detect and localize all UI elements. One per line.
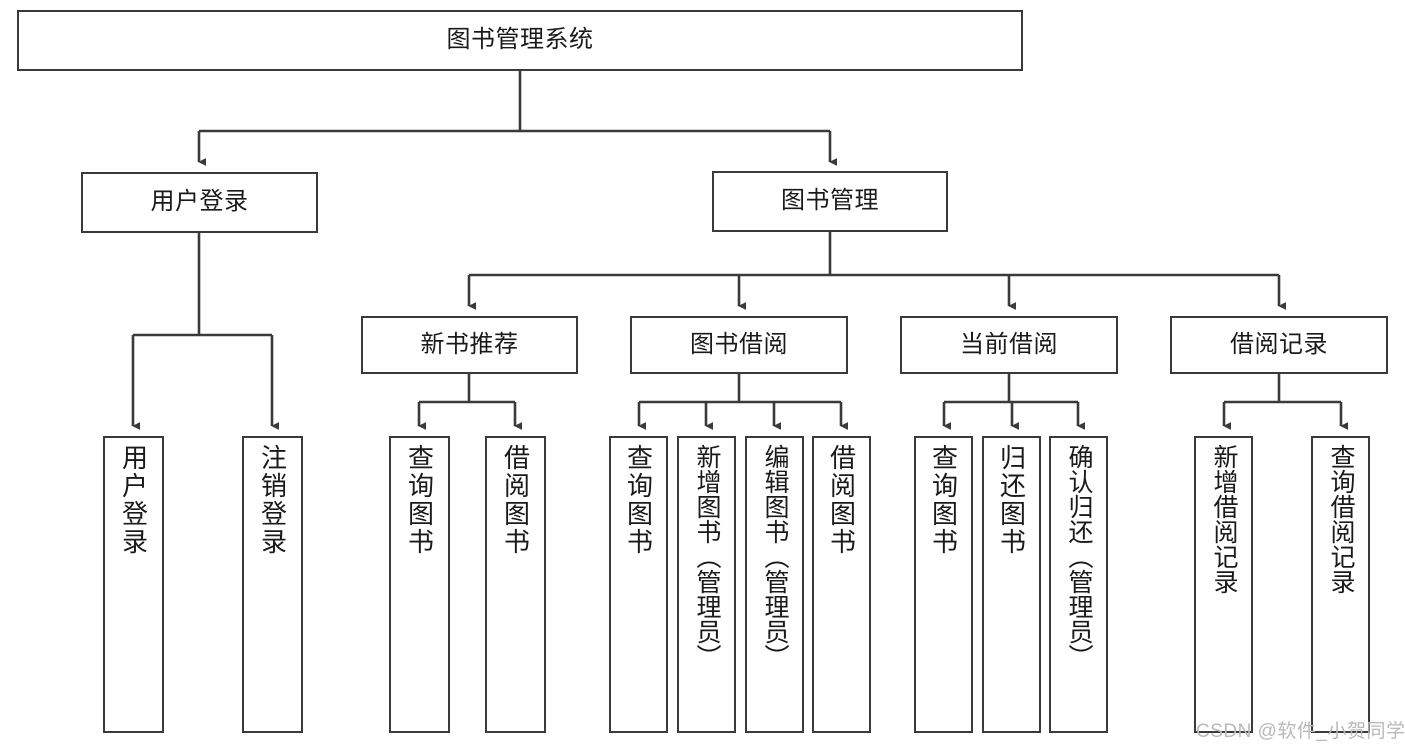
node-label: 用户登录 (118, 444, 149, 556)
node-new-book-recommendation[interactable]: 新书推荐 (361, 316, 578, 374)
node-label: 查询借阅记录 (1327, 444, 1355, 594)
leaf-return-book[interactable]: 归还图书 (982, 436, 1041, 733)
leaf-query-book-current[interactable]: 查询图书 (914, 436, 973, 733)
node-label: 用户登录 (150, 188, 249, 216)
node-label: 查询图书 (404, 444, 435, 556)
node-label: 图书管理 (781, 187, 879, 215)
leaf-query-book-borrow[interactable]: 查询图书 (609, 436, 668, 733)
leaf-user-login[interactable]: 用户登录 (103, 436, 164, 733)
node-book-management[interactable]: 图书管理 (712, 171, 948, 232)
leaf-borrow-book[interactable]: 借阅图书 (812, 436, 871, 733)
node-label: 查询图书 (623, 444, 654, 556)
node-user-login[interactable]: 用户登录 (81, 172, 318, 233)
leaf-query-borrow-record[interactable]: 查询借阅记录 (1311, 436, 1370, 733)
node-label: 归还图书 (996, 444, 1027, 556)
node-current-borrow[interactable]: 当前借阅 (900, 316, 1118, 374)
node-root-book-management-system[interactable]: 图书管理系统 (17, 10, 1023, 71)
node-label: 新增借阅记录 (1210, 444, 1238, 594)
leaf-borrow-book-recommend[interactable]: 借阅图书 (485, 436, 546, 733)
watermark-text: CSDN @软件_小贺同学 (1196, 721, 1405, 742)
node-label: 借阅记录 (1230, 330, 1328, 358)
node-label: 注销登录 (257, 444, 288, 556)
leaf-query-book-recommend[interactable]: 查询图书 (389, 436, 450, 733)
node-label: 当前借阅 (960, 330, 1058, 358)
node-borrow-record[interactable]: 借阅记录 (1170, 316, 1388, 374)
leaf-logout-login[interactable]: 注销登录 (242, 436, 303, 733)
node-label: 编辑图书（管理员） (761, 444, 789, 669)
node-label: 查询图书 (928, 444, 959, 556)
node-label: 图书借阅 (690, 330, 788, 358)
leaf-add-book-admin[interactable]: 新增图书（管理员） (677, 436, 736, 733)
node-label: 借阅图书 (826, 444, 857, 556)
node-label: 借阅图书 (500, 444, 531, 556)
node-label: 确认归还（管理员） (1065, 444, 1093, 669)
node-book-borrow[interactable]: 图书借阅 (630, 316, 848, 374)
leaf-confirm-return-admin[interactable]: 确认归还（管理员） (1049, 436, 1108, 733)
leaf-edit-book-admin[interactable]: 编辑图书（管理员） (745, 436, 804, 733)
node-label: 新书推荐 (420, 330, 519, 358)
leaf-add-borrow-record[interactable]: 新增借阅记录 (1194, 436, 1253, 733)
node-label: 新增图书（管理员） (693, 444, 721, 669)
node-label: 图书管理系统 (446, 26, 594, 54)
